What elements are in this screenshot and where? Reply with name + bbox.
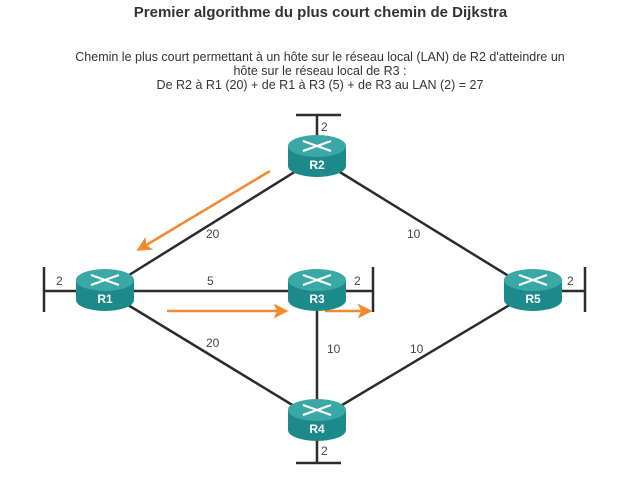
- router-cross-arrows-icon: [302, 273, 332, 287]
- router-label: R5: [525, 292, 541, 306]
- link-r4-r5: [316, 289, 534, 422]
- link-r1-r2: [104, 156, 318, 292]
- shortest-path-arrows: [136, 169, 373, 319]
- router-cross-arrows-icon: [302, 403, 332, 417]
- cost-label-r1-r2: 20: [206, 227, 220, 241]
- cost-label-r2-r5: 10: [407, 227, 421, 241]
- diagram-title: Premier algorithme du plus court chemin …: [133, 4, 508, 21]
- router-r5: R5: [504, 269, 562, 311]
- router-cross-arrows-icon: [518, 273, 548, 287]
- cost-label-r3-r4: 10: [327, 342, 341, 356]
- router-label: R2: [309, 158, 325, 172]
- lan-cost-r5: 2: [567, 274, 574, 288]
- router-cross-arrows-icon: [302, 139, 332, 153]
- description-line-1: Chemin le plus court permettant à un hôt…: [75, 50, 565, 64]
- cost-labels: 20 5 20 10 10 10 2 2 2 2 2: [56, 120, 574, 458]
- lan-cost-r1: 2: [56, 274, 63, 288]
- router-label: R4: [309, 422, 325, 436]
- path-arrow-r2-to-r1: [136, 169, 271, 251]
- description-line-2: hôte sur le réseau local de R3 :: [233, 64, 407, 78]
- cost-label-r1-r4: 20: [206, 336, 220, 350]
- lan-cost-r2: 2: [321, 120, 328, 134]
- router-label: R1: [97, 292, 113, 306]
- router-r4: R4: [288, 399, 346, 441]
- router-r3: R3: [288, 269, 346, 311]
- lan-cost-r3: 2: [354, 274, 361, 288]
- cost-label-r1-r3: 5: [207, 274, 214, 288]
- path-description: Chemin le plus court permettant à un hôt…: [40, 50, 600, 92]
- router-r1: R1: [76, 269, 134, 311]
- description-line-3: De R2 à R1 (20) + de R1 à R3 (5) + de R3…: [156, 78, 484, 92]
- link-r2-r5: [316, 156, 534, 293]
- lan-cost-r4: 2: [321, 444, 328, 458]
- links: [104, 156, 534, 422]
- link-r1-r4: [104, 289, 318, 422]
- router-r2: R2: [288, 135, 346, 177]
- router-label: R3: [309, 292, 325, 306]
- cost-label-r4-r5: 10: [410, 342, 424, 356]
- router-cross-arrows-icon: [90, 273, 120, 287]
